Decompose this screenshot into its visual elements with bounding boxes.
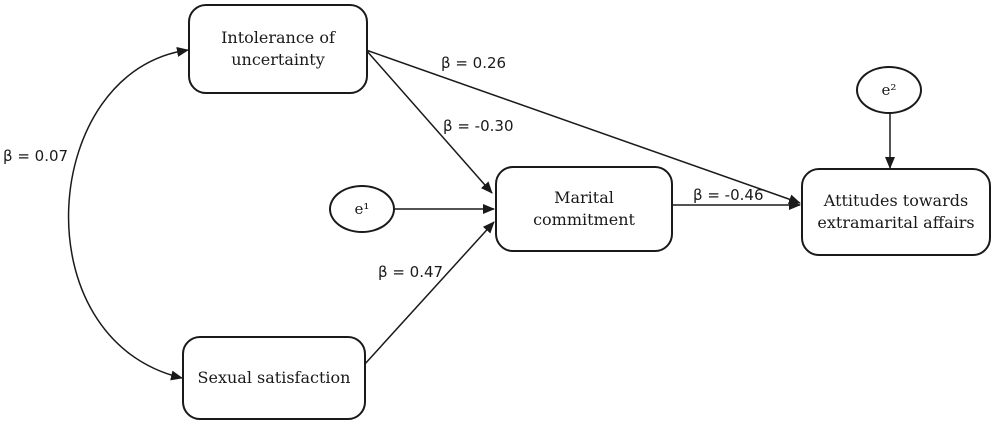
label-sexual-marital: β = 0.47 — [378, 263, 444, 281]
node-sexual-label: Sexual satisfaction — [197, 368, 351, 387]
node-attitudes-label: Attitudes towards extramarital affairs — [817, 191, 975, 232]
node-marital-commitment: Marital commitment — [495, 166, 673, 252]
node-intolerance-label: Intolerance of uncertainty — [221, 28, 335, 69]
covariance-curve — [67, 49, 189, 381]
label-intolerance-attitudes: β = 0.26 — [441, 54, 507, 72]
node-sexual-satisfaction: Sexual satisfaction — [182, 336, 366, 420]
arrow-intolerance-marital — [365, 49, 493, 194]
label-intolerance-marital: β = -0.30 — [443, 117, 514, 135]
node-intolerance-of-uncertainty: Intolerance of uncertainty — [188, 4, 368, 94]
error-e2: e² — [856, 66, 922, 114]
error-e1-label: e¹ — [354, 200, 370, 218]
node-marital-label: Marital commitment — [533, 188, 635, 229]
error-e2-label: e² — [881, 81, 897, 99]
arrow-intolerance-attitudes — [365, 49, 801, 205]
label-marital-attitudes: β = -0.46 — [693, 186, 764, 204]
error-e1: e¹ — [329, 185, 395, 233]
node-attitudes-extramarital: Attitudes towards extramarital affairs — [801, 168, 991, 256]
covariance-arrow-start — [176, 47, 189, 57]
label-covariance: β = 0.07 — [3, 147, 69, 165]
arrow-sexual-marital — [363, 221, 495, 366]
